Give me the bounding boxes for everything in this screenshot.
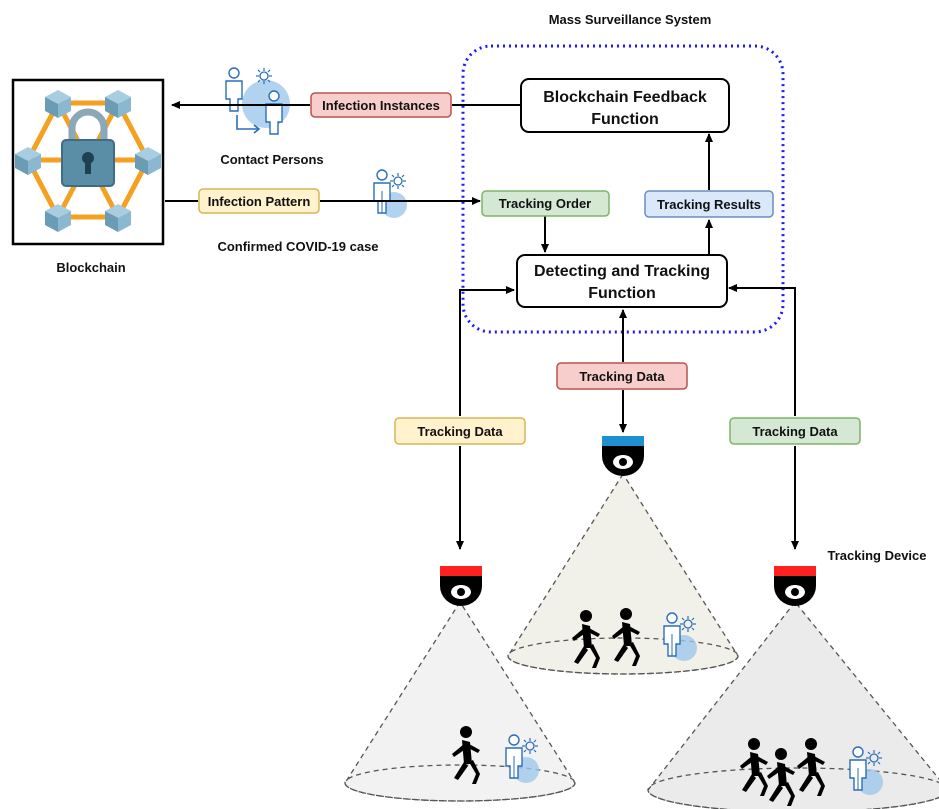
contact-persons-icon [225,67,290,135]
camera-right-icon [774,566,816,606]
cone-right [647,600,939,809]
camera-left-icon [440,566,482,606]
tracking-device-label: Tracking Device [828,548,927,563]
camera-center-icon [602,436,644,476]
feedback-line1: Blockchain Feedback [543,89,707,106]
feedback-function-node: Blockchain Feedback Function [520,78,730,133]
system-title: Mass Surveillance System [549,12,712,27]
svg-text:Tracking Order: Tracking Order [499,196,591,211]
svg-text:Infection Instances: Infection Instances [322,98,440,113]
blockchain-label: Blockchain [56,260,125,275]
badge-tracking-order: Tracking Order [481,190,610,217]
svg-text:Infection Pattern: Infection Pattern [208,194,311,209]
badge-tracking-results: Tracking Results [644,190,774,218]
badge-infection-pattern: Infection Pattern [198,188,320,214]
blockchain-node [11,78,165,246]
cone-center [507,472,739,675]
badge-infection-instances: Infection Instances [310,92,452,118]
confirmed-case-label: Confirmed COVID-19 case [217,239,378,254]
detecting-function-node: Detecting and Tracking Function [516,254,728,308]
svg-text:Tracking Data: Tracking Data [579,369,665,384]
padlock-icon [61,108,115,187]
svg-text:Tracking Data: Tracking Data [417,424,503,439]
surveillance-region [461,44,785,334]
confirmed-case-icon [373,169,408,219]
detect-line1: Detecting and Tracking [534,263,710,280]
contact-persons-label: Contact Persons [220,152,323,167]
feedback-line2: Function [591,111,659,128]
badge-tracking-data-left: Tracking Data [394,417,526,445]
edge-left-up [459,286,515,416]
svg-text:Tracking Data: Tracking Data [752,424,838,439]
badge-tracking-data-center: Tracking Data [556,362,688,390]
badge-tracking-data-right: Tracking Data [729,417,861,445]
edge-right-up [728,284,796,416]
detect-line2: Function [588,285,656,302]
svg-text:Tracking Results: Tracking Results [657,197,761,212]
